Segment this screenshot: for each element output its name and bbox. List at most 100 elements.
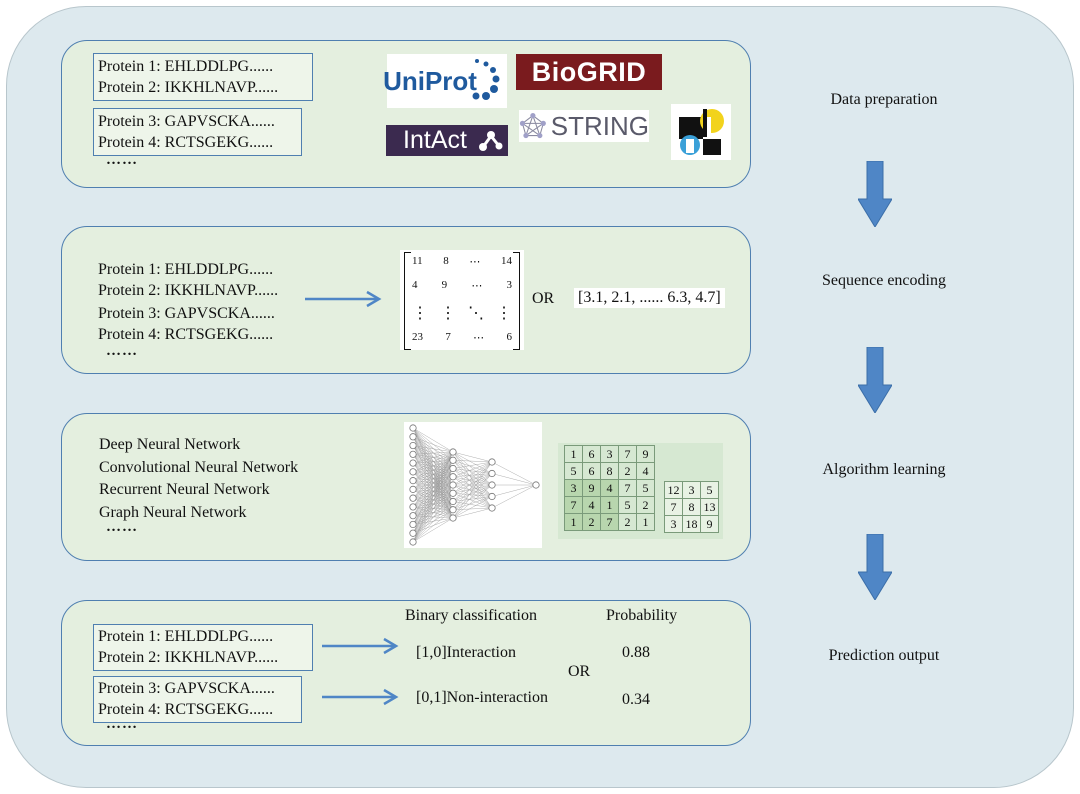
uniprot-logo-text: UniProt <box>383 65 477 96</box>
protein-1-sequence: Protein 1: EHLDDLPG...... <box>98 261 274 278</box>
protein-2-sequence: Protein 2: IKKHLNAVP...... <box>98 649 279 666</box>
flow-down-arrow-3 <box>858 534 892 600</box>
nn-edge <box>412 427 454 461</box>
nn-edge <box>412 454 454 469</box>
nn-edge <box>452 468 493 497</box>
ellipsis: …… <box>106 519 138 535</box>
nn-edge <box>412 509 454 516</box>
nn-edge <box>452 473 493 486</box>
nn-edge <box>491 461 537 486</box>
grid-cell: 7 <box>600 513 619 531</box>
nn-edge <box>412 454 454 477</box>
nn-edge <box>452 461 493 519</box>
ellipsis: …… <box>106 152 138 168</box>
protein-3-sequence: Protein 3: GAPVSCKA...... <box>98 113 275 130</box>
protein-4-sequence: Protein 4: RCTSGEKG...... <box>98 326 274 343</box>
encoding-arrow <box>305 290 382 308</box>
nn-edge <box>412 480 454 510</box>
nn-edge <box>452 484 493 502</box>
grid-cell: 6 <box>582 462 601 480</box>
binary-classification-header: Binary classification <box>405 607 537 624</box>
grid-cell: 7 <box>564 496 583 514</box>
nn-edge <box>412 451 454 473</box>
nn-edge <box>412 462 454 477</box>
protein-pair-box-1 <box>93 624 313 671</box>
prediction-arrow-2 <box>322 688 399 706</box>
nn-edge <box>412 462 454 486</box>
nn-edge <box>412 497 454 510</box>
probability-value-1: 0.88 <box>622 644 650 661</box>
nn-edge <box>412 480 454 494</box>
nn-edge <box>452 461 493 494</box>
nn-node <box>409 485 417 493</box>
prediction-or-label: OR <box>568 663 591 680</box>
nn-edge <box>412 468 454 481</box>
nn-node <box>409 529 417 537</box>
nn-node <box>409 538 417 546</box>
nn-node <box>532 481 540 489</box>
nn-edge <box>412 427 454 453</box>
matrix-cell: ⋮ <box>440 305 456 322</box>
protein-pair-box-2 <box>93 676 302 723</box>
nn-edge <box>412 445 454 477</box>
nn-edge <box>412 501 454 516</box>
nn-edge <box>412 460 454 473</box>
uniprot-logo: UniProt <box>383 54 507 108</box>
nn-node <box>449 481 457 489</box>
nn-edge <box>412 462 454 502</box>
intact-logo: IntAct <box>386 125 508 156</box>
matrix-cell: 4 <box>412 279 418 291</box>
nn-node <box>449 456 457 464</box>
nn-edge <box>491 484 537 497</box>
nn-node <box>409 503 417 511</box>
string-logo-text: STRING <box>550 110 649 141</box>
nn-edge <box>452 460 493 463</box>
nn-edge <box>412 484 454 543</box>
nn-node <box>409 468 417 476</box>
matrix-cell: 11 <box>412 255 423 267</box>
grid-cell: 12 <box>664 481 683 499</box>
nn-edge <box>452 473 493 477</box>
nn-edge <box>412 451 454 525</box>
grid-cell: 7 <box>664 498 683 516</box>
nn-edge <box>412 436 454 461</box>
nn-edge <box>412 462 454 494</box>
matrix-cell: 9 <box>441 279 448 291</box>
nn-edge <box>412 460 454 464</box>
nn-edge <box>452 484 493 494</box>
nn-edge <box>412 471 454 477</box>
nn-edge <box>412 451 454 508</box>
matrix-cell: ⋯ <box>469 256 481 268</box>
nn-edge <box>412 493 454 499</box>
intact-network-icon <box>479 131 503 151</box>
nn-node <box>449 497 457 506</box>
nn-node <box>409 520 417 529</box>
nn-edge <box>412 489 454 502</box>
nn-edge <box>491 484 537 509</box>
nn-edge <box>412 454 454 486</box>
nn-edge <box>412 471 454 510</box>
grid-cell: 18 <box>682 515 701 533</box>
nn-edge <box>412 468 454 543</box>
nn-node <box>409 477 417 485</box>
algorithm-rnn: Recurrent Neural Network <box>99 481 270 498</box>
protein-3-sequence: Protein 3: GAPVSCKA...... <box>98 305 275 322</box>
grid-cell: 3 <box>564 479 583 497</box>
nn-edge <box>412 509 454 525</box>
nn-node <box>409 459 417 467</box>
nn-edge <box>452 476 493 486</box>
nn-edge <box>412 471 454 486</box>
protein-pair-box-1 <box>93 53 313 101</box>
grid-cell: 3 <box>682 481 701 499</box>
grid-cell: 13 <box>700 498 719 516</box>
nn-node <box>409 512 417 520</box>
grid-cell: 2 <box>618 513 637 531</box>
nn-node <box>409 441 417 450</box>
nn-edge <box>412 517 454 543</box>
grid-cell: 1 <box>636 513 655 531</box>
nn-edge <box>452 473 493 494</box>
nn-edge <box>452 468 493 486</box>
nn-edge <box>412 462 454 469</box>
nn-edge <box>412 493 454 543</box>
